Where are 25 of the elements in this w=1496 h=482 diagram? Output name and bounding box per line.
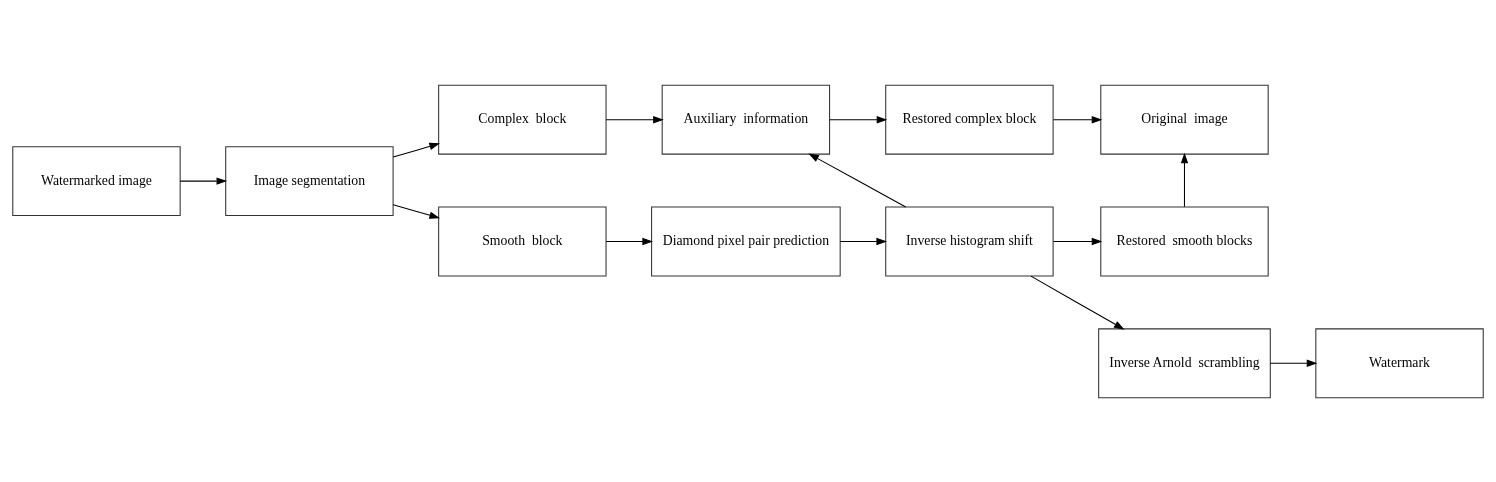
node-box: Smooth block — [438, 206, 607, 276]
arrow — [179, 176, 228, 185]
arrow — [839, 237, 887, 245]
node-box: Watermark — [1315, 327, 1484, 398]
arrow — [1269, 359, 1318, 367]
arrow — [605, 237, 653, 245]
arrow — [808, 153, 907, 208]
arrow — [1052, 237, 1103, 245]
node-box: Watermarked image — [12, 145, 181, 216]
node-box: Restored smooth blocks — [1100, 206, 1269, 276]
arrow — [1030, 275, 1125, 330]
arrow — [1180, 152, 1189, 207]
node-box: Inverse Arnold scrambling — [1098, 327, 1271, 398]
arrow — [605, 115, 664, 123]
arrow — [829, 115, 888, 123]
node-box: Image segmentation — [225, 145, 394, 216]
node-box: Inverse histogram shift — [885, 206, 1054, 276]
node-box: Original image — [1100, 84, 1269, 155]
node-box: Complex block — [438, 84, 607, 155]
node-box: Restored complex block — [885, 84, 1054, 155]
node-box: Diamond pixel pair prediction — [651, 206, 841, 276]
arrow — [392, 142, 440, 158]
node-box: Auxiliary information — [661, 84, 831, 155]
arrow — [1052, 115, 1103, 123]
arrow — [392, 203, 440, 219]
